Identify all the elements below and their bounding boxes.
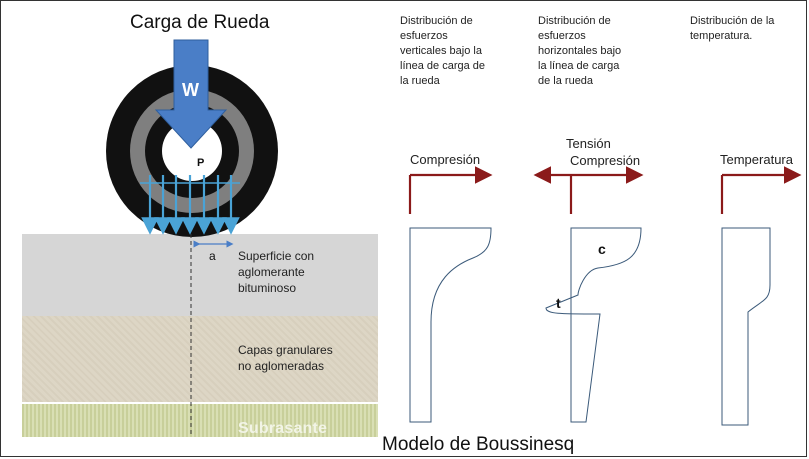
horizontal-stress-header: Distribución de esfuerzos horizontales b… bbox=[538, 15, 622, 87]
horizontal-stress-curve bbox=[545, 227, 642, 423]
surface-layer bbox=[22, 234, 378, 316]
vertical-stress-header: Distribución de esfuerzos verticales baj… bbox=[400, 15, 486, 87]
radius-label: a bbox=[209, 249, 216, 263]
horizontal-axis-label-tension: Tensión bbox=[566, 136, 611, 151]
tension-t-label: t bbox=[556, 295, 561, 311]
surface-layer-label: Superficie con aglomerante bituminoso bbox=[238, 249, 315, 295]
vertical-axis-label: Compresión bbox=[410, 152, 481, 167]
temperature-curve bbox=[721, 227, 771, 426]
granular-layer bbox=[22, 316, 378, 402]
subgrade-layer bbox=[22, 404, 378, 437]
temperature-chart bbox=[720, 166, 802, 426]
wheel-load-title: Carga de Rueda bbox=[130, 12, 270, 33]
load-label: W bbox=[182, 80, 199, 100]
model-title: Modelo de Boussinesq bbox=[382, 434, 575, 455]
pressure-arrows bbox=[140, 175, 240, 235]
vertical-stress-chart bbox=[408, 166, 493, 423]
granular-layer-label: Capas granulares no aglomeradas bbox=[238, 343, 333, 373]
horizontal-stress-chart bbox=[533, 166, 644, 423]
horizontal-axis-label-compression: Compresión bbox=[570, 153, 641, 168]
temperature-axis-label: Temperatura bbox=[720, 152, 793, 167]
compression-c-label: c bbox=[598, 241, 606, 257]
vertical-stress-curve bbox=[409, 227, 492, 423]
temperature-header: Distribución de la temperatura. bbox=[690, 15, 775, 42]
load-arrow bbox=[154, 39, 228, 149]
pressure-label: P bbox=[197, 157, 205, 169]
subgrade-layer-label: Subrasante bbox=[238, 420, 328, 437]
